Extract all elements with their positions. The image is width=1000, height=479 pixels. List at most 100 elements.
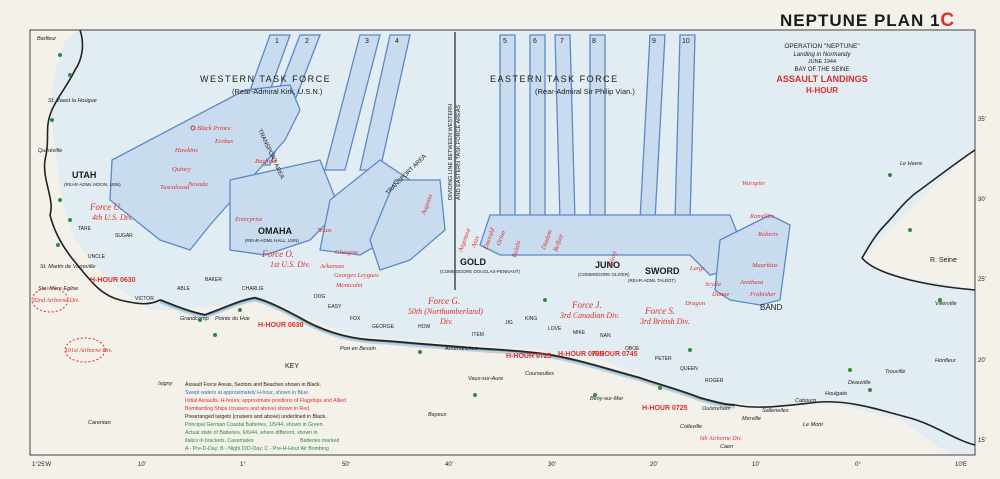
channel-number: 3 [365, 38, 369, 45]
h-hour-heading: H-HOUR [806, 86, 838, 95]
juno-commander: (COMMODORE OLIVER) [578, 272, 630, 277]
gold-label: GOLD [460, 257, 486, 267]
channel-number: 5 [503, 38, 507, 45]
force-g-label: Force G. [427, 296, 460, 306]
lon-tick: 0° [855, 462, 861, 468]
channel-number: 10 [682, 38, 690, 45]
seine-estuary-coastline [734, 400, 976, 446]
lon-tick: 50' [342, 462, 350, 468]
lon-tick: 10' [752, 462, 760, 468]
omaha-label: OMAHA [258, 226, 292, 236]
eastern-task-force-label: EASTERN TASK FORCE [490, 74, 619, 84]
ship-name: Warspite [742, 180, 765, 187]
channel-number: 8 [592, 38, 596, 45]
ship-name: Arkansas [319, 263, 345, 270]
sector-label: LOVE [548, 326, 562, 332]
key-line: Prearranged targets (cruisers and above)… [185, 414, 327, 420]
sector-label: HOW [418, 324, 431, 330]
force-g-division: 50th (Northumberland) [408, 307, 483, 316]
western-task-force-label: WESTERN TASK FORCE [200, 74, 331, 84]
le-havre-coastline [861, 149, 976, 291]
key-line: Batteries marked [300, 438, 339, 444]
lon-tick: 10' [138, 462, 146, 468]
sector-label: UNCLE [88, 254, 106, 260]
channel-number: 2 [305, 38, 309, 45]
key-line: Initial Assaults, H-hours; approximate p… [185, 398, 346, 404]
key-line: Actual state of Batteries, 6/6/44, where… [185, 430, 318, 436]
lat-tick: 15' [978, 438, 986, 444]
place-label: Ouistreham [702, 406, 731, 412]
place-label: Villerville [935, 301, 957, 307]
ship-marker [190, 125, 196, 131]
ship-name: Frobisher [749, 291, 776, 298]
place-label: St. Martin de Varreville [40, 264, 95, 270]
sector-label: QUEEN [680, 366, 698, 372]
h-hour-utah: H-HOUR 0630 [90, 277, 136, 284]
ship-name: Montcalm [335, 282, 363, 289]
force-s-label: Force S. [644, 306, 675, 316]
sector-label: TARE [78, 226, 92, 232]
ship-name: Dragon [684, 300, 705, 307]
place-label: Vaux-sur-Aure [468, 376, 503, 382]
place-label: Bény-sur-Mer [590, 396, 624, 402]
ship-name: Orion [495, 230, 507, 247]
battery-markers [50, 53, 942, 397]
place-label: Caen [720, 444, 733, 450]
lon-tick: 1° [240, 462, 246, 468]
lon-tick: 40' [445, 462, 453, 468]
place-label: Sallenelles [762, 408, 789, 414]
force-labels: Force U. 4th U.S. Div. Force O. 1st U.S.… [89, 202, 690, 326]
channel-number: 6 [533, 38, 537, 45]
sector-label: BAKER [205, 277, 222, 283]
key-line: A - Pre-D-Day; B - Night D/D-Day; C - Pr… [185, 446, 329, 452]
sector-label: JIG [505, 320, 513, 326]
ship-name: Erebus [214, 138, 234, 145]
key-line: Principal German Coastal Batteries, 1/5/… [185, 422, 324, 428]
lat-tick: 25' [978, 277, 986, 283]
operation-label: OPERATION "NEPTUNE" [784, 43, 860, 50]
place-labels: Barfleur St. Vaast la Hougue Quinéville … [37, 36, 957, 450]
graticule: 35' 30' 25' 20' 15' 1°25'W 10' 1° 50' 40… [32, 117, 986, 468]
channel-numbers: 1 2 3 4 5 6 7 8 9 10 [275, 38, 690, 45]
lat-tick: 35' [978, 117, 986, 123]
beach-labels: UTAH (REAR-ADML MOON, USN) OMAHA (REAR-A… [64, 170, 782, 312]
dividing-line-label: DIVIDING LINE BETWEEN WESTERN [448, 104, 454, 200]
key-line: Assault Force Areas, Sectors and Beaches… [185, 382, 321, 388]
lon-tick: 10'E [955, 462, 967, 468]
sector-label: EASY [328, 304, 342, 310]
sector-label: MIKE [573, 330, 586, 336]
sector-label: SUGAR [115, 233, 133, 239]
swept-channels [109, 34, 791, 306]
ship-name: Quincy [172, 166, 191, 173]
omaha-commander: (REAR-ADML HALL, USN) [245, 238, 299, 243]
place-label: Grandcamp [180, 316, 209, 322]
lon-tick: 1°25'W [32, 462, 52, 468]
sector-label: OBOE [625, 346, 640, 352]
place-label: Quinéville [38, 148, 62, 154]
title-block: OPERATION "NEPTUNE" Landing in Normandy … [776, 43, 867, 95]
ship-name: Ajax [470, 235, 481, 250]
place-label: Pointe du Hoe [215, 316, 250, 322]
force-o-division: 1st U.S. Div. [270, 260, 310, 269]
h-hour-juno-2: H-HOUR 0745 [592, 351, 638, 358]
ship-name: Black Prince [197, 125, 231, 132]
cotentin-coastline [43, 29, 161, 305]
calvados-coastline [159, 296, 736, 407]
place-label: Deauville [848, 380, 871, 386]
h-hour-omaha: H-HOUR 0630 [258, 322, 304, 329]
sector-label: CHARLIE [242, 286, 264, 292]
force-j-division: 3rd Canadian Div. [559, 311, 619, 320]
lat-tick: 20' [978, 358, 986, 364]
sector-label: PETER [655, 356, 672, 362]
sector-label: VICTOR [135, 296, 154, 302]
force-o-label: Force O. [261, 249, 294, 259]
ship-name: Mauritius [751, 262, 778, 269]
river-label: R. Seine [930, 257, 957, 264]
place-label: Houlgate [825, 391, 847, 397]
area-label: BAY OF THE SEINE [795, 67, 850, 73]
sword-commander: (REAR-ADML TALBOT) [628, 278, 676, 283]
ship-name: Largs [689, 265, 705, 272]
ship-name: Tuscaloosa [160, 184, 189, 191]
h-hour-juno: H-HOUR 0735 [558, 351, 604, 358]
landing-label: Landing in Normandy [793, 52, 851, 58]
